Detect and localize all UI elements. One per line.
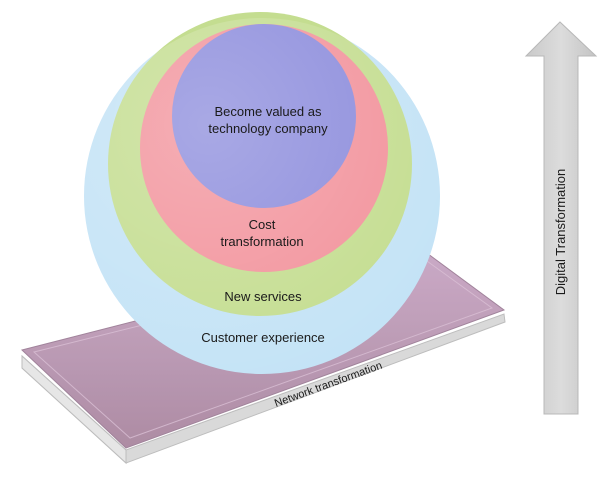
label-cost-line2: transformation: [220, 234, 303, 249]
nested-circles: Become valued as technology company Cost…: [84, 12, 440, 374]
arrow-label: Digital Transformation: [553, 169, 568, 295]
label-become-valued-line2: technology company: [208, 121, 328, 136]
label-cost-line1: Cost: [249, 217, 276, 232]
platform-front-edge: [21, 354, 127, 465]
digital-transformation-arrow: Digital Transformation: [524, 21, 598, 415]
label-new-services: New services: [224, 289, 302, 304]
sphere-shine: [84, 18, 440, 374]
label-become-valued-line1: Become valued as: [215, 104, 322, 119]
label-customer-experience: Customer experience: [201, 330, 325, 345]
arrow-up-icon: [524, 21, 598, 415]
